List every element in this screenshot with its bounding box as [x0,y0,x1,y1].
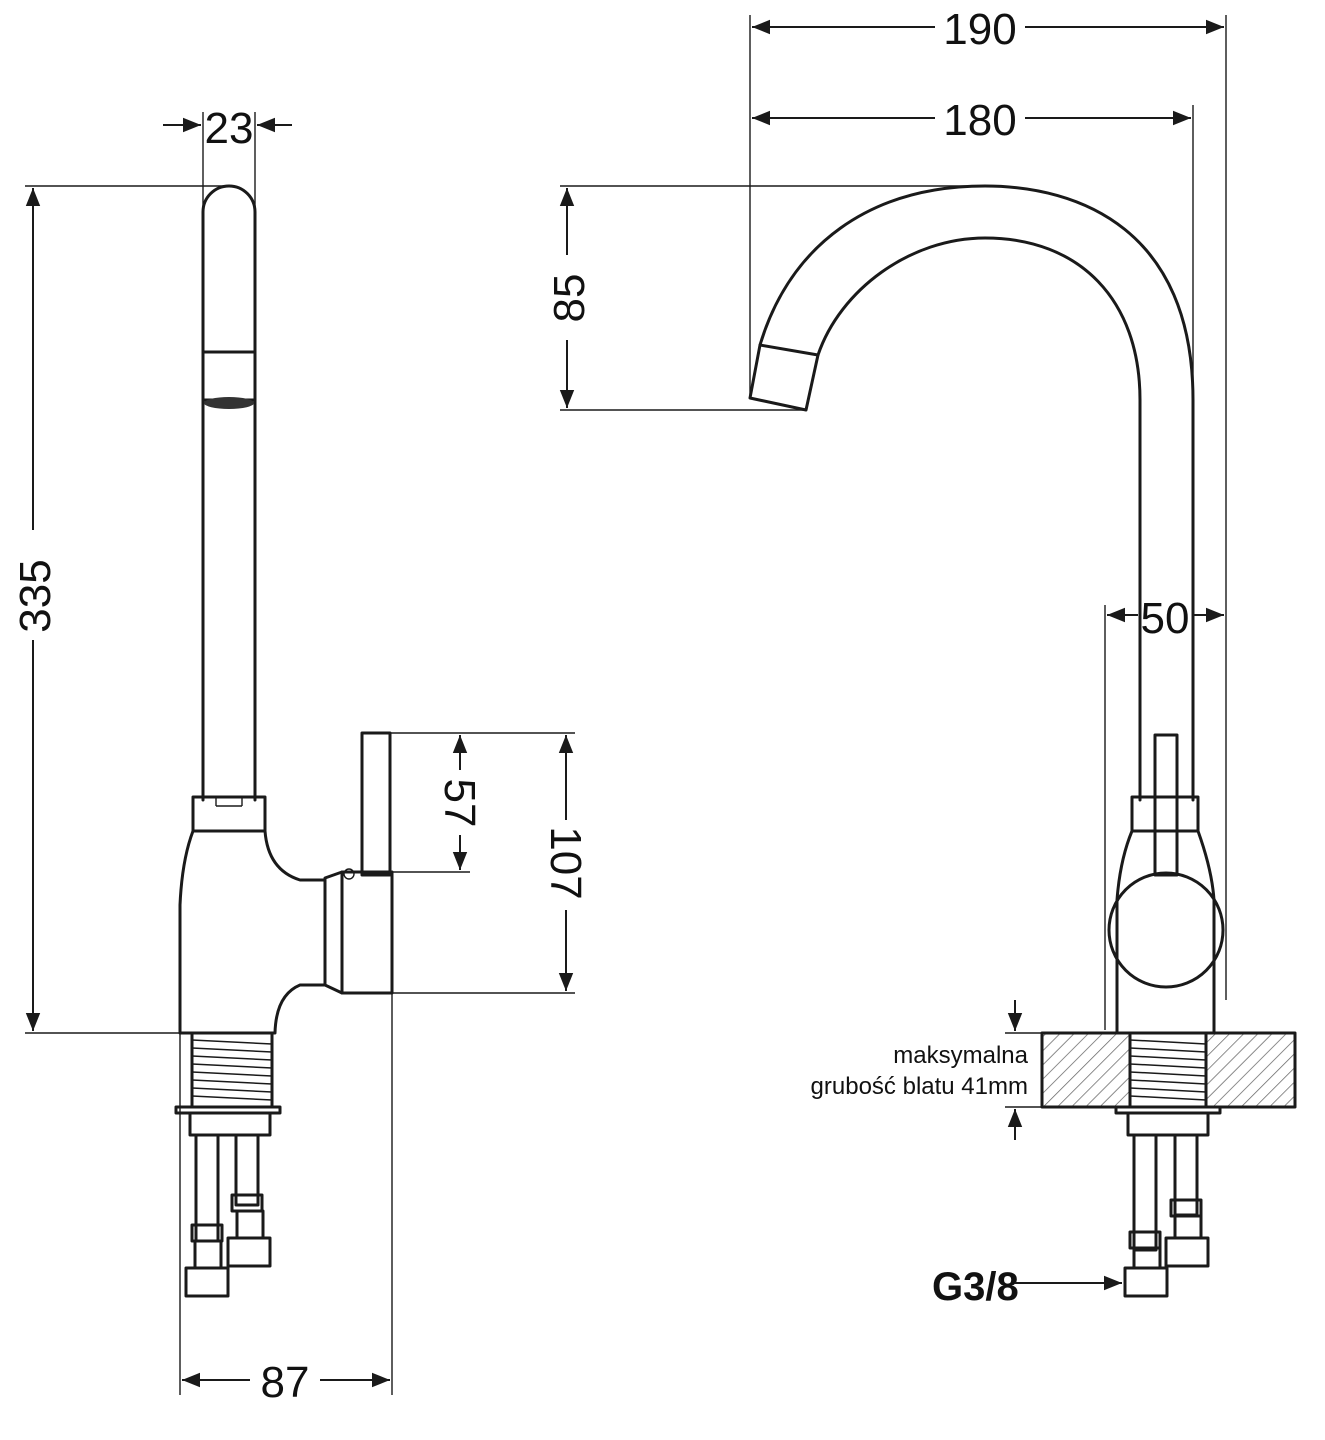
front-lever [1153,733,1179,877]
front-spout-tip [748,343,820,412]
front-body [1115,829,1216,1035]
front-hose-right [1173,1133,1199,1217]
dim-body-width: 50 [1141,594,1190,643]
front-view: 190 180 85 50 maksymalna grubość blatu 4… [545,5,1297,1309]
front-spout-outer [758,184,1195,802]
side-aerator [201,350,257,402]
connection-label: G3/8 [932,1265,1019,1309]
side-hose-right [234,1133,260,1207]
side-handle-block [323,870,394,995]
side-body [178,829,327,1035]
dim-total-height: 335 [11,559,60,632]
front-collar [1130,795,1200,833]
front-fitting-right [1164,1236,1210,1268]
dim-lever-upper: 57 [435,779,484,828]
front-hose-left [1132,1133,1158,1252]
dim-spout-inner: 180 [943,96,1016,145]
side-collar [191,795,267,833]
countertop-note-line2: grubość blatu 41mm [811,1073,1028,1100]
dim-top-width: 23 [205,104,254,153]
dim-spout-drop: 85 [545,274,594,323]
dim-base-depth: 87 [261,1358,310,1407]
front-fitting-left [1123,1266,1169,1298]
aerator-mesh [204,397,254,409]
front-spout-inner [816,236,1142,802]
side-fitting-right [226,1236,272,1268]
dim-lever-height: 107 [541,826,590,899]
side-spout-tube [201,184,257,802]
side-view: 23 335 87 57 107 [11,104,590,1407]
side-fitting-left [184,1266,230,1298]
side-lever [360,731,392,877]
side-nut [188,1111,272,1137]
countertop-note-line1: maksymalna [893,1042,1028,1069]
dim-spout-outer: 190 [943,5,1016,54]
front-handle-disc [1107,871,1225,989]
